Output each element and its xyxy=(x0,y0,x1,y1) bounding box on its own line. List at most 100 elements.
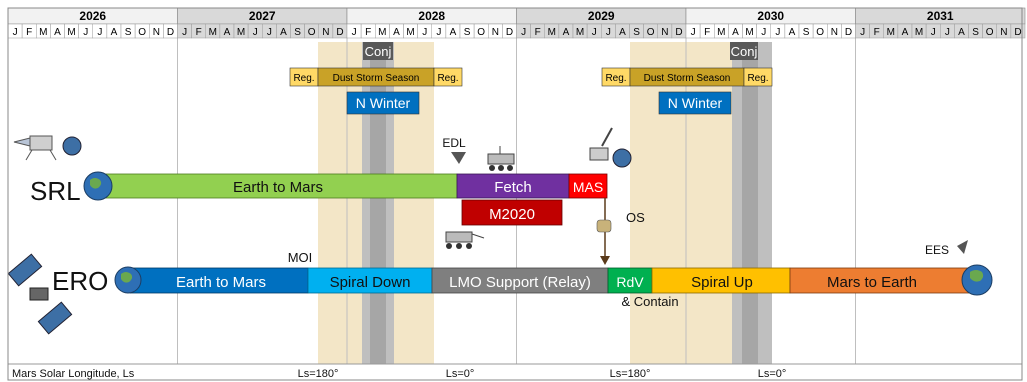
mas-lander-icon xyxy=(590,128,631,167)
month-label: J xyxy=(931,27,936,38)
month-label: A xyxy=(619,27,626,38)
month-label: O xyxy=(986,27,994,38)
month-label: A xyxy=(732,27,739,38)
month-label: A xyxy=(111,27,118,38)
moi-label: MOI xyxy=(288,250,313,265)
month-label: A xyxy=(224,27,231,38)
month-label: N xyxy=(322,27,329,38)
conj-band-1-core xyxy=(370,42,386,364)
ero-spiral-down-label: Spiral Down xyxy=(330,274,411,291)
srl-mas-label: MAS xyxy=(573,179,603,195)
ls-mark-4: Ls=0° xyxy=(758,368,787,380)
month-label: A xyxy=(563,27,570,38)
year-label: 2026 xyxy=(79,9,106,23)
month-label: J xyxy=(521,27,526,38)
month-label: M xyxy=(237,27,245,38)
reg-label-2a: Reg. xyxy=(605,73,626,84)
month-label: J xyxy=(592,27,597,38)
srl-label: SRL xyxy=(30,176,81,206)
ero-rdv-label: RdV xyxy=(616,274,644,290)
month-label: N xyxy=(661,27,668,38)
ls-mark-1: Ls=180° xyxy=(298,368,339,380)
ero-spiral-up-label: Spiral Up xyxy=(691,274,753,291)
month-label: J xyxy=(83,27,88,38)
month-label: M xyxy=(548,27,556,38)
month-label: J xyxy=(775,27,780,38)
month-label: N xyxy=(492,27,499,38)
month-label: J xyxy=(13,27,18,38)
month-label: N xyxy=(831,27,838,38)
month-label: O xyxy=(477,27,485,38)
month-label: F xyxy=(704,27,710,38)
reg-label-1b: Reg. xyxy=(437,73,458,84)
srl-lander-icon xyxy=(14,136,81,160)
month-label: D xyxy=(845,27,852,38)
month-label: J xyxy=(436,27,441,38)
month-label: O xyxy=(308,27,316,38)
month-label: M xyxy=(378,27,386,38)
month-label: F xyxy=(196,27,202,38)
month-label: J xyxy=(761,27,766,38)
month-label: A xyxy=(902,27,909,38)
return-earth-land-icon xyxy=(970,270,983,282)
month-label: S xyxy=(294,27,301,38)
ero-earth-to-mars-label: Earth to Mars xyxy=(176,274,266,291)
month-label: A xyxy=(54,27,61,38)
ero-label: ERO xyxy=(52,266,108,296)
month-label: M xyxy=(887,27,895,38)
month-label: O xyxy=(647,27,655,38)
month-label: J xyxy=(352,27,357,38)
dust-label-1: Dust Storm Season xyxy=(333,73,420,84)
conj-label-1: Conj xyxy=(365,44,392,59)
ero-mars-to-earth-label: Mars to Earth xyxy=(827,274,917,291)
month-label: J xyxy=(860,27,865,38)
reg-label-1a: Reg. xyxy=(293,73,314,84)
dust-label-2: Dust Storm Season xyxy=(644,73,731,84)
month-label: M xyxy=(406,27,414,38)
month-label: S xyxy=(633,27,640,38)
month-label: D xyxy=(1014,27,1021,38)
month-label: M xyxy=(209,27,217,38)
month-label: M xyxy=(67,27,75,38)
month-label: F xyxy=(26,27,32,38)
year-label: 2030 xyxy=(757,9,784,23)
reg-label-2b: Reg. xyxy=(747,73,768,84)
month-label: J xyxy=(97,27,102,38)
month-label: M xyxy=(576,27,584,38)
month-label: J xyxy=(691,27,696,38)
ls-mark-3: Ls=180° xyxy=(610,368,651,380)
os-canister-icon xyxy=(597,220,611,232)
srl-earth-to-mars-label: Earth to Mars xyxy=(233,179,323,196)
month-label: S xyxy=(464,27,471,38)
month-label: J xyxy=(267,27,272,38)
month-label: J xyxy=(945,27,950,38)
edl-capsule-icon xyxy=(451,152,466,164)
year-label: 2031 xyxy=(927,9,954,23)
conj-band-2-core xyxy=(742,42,758,364)
month-label: A xyxy=(450,27,457,38)
month-label: J xyxy=(606,27,611,38)
month-label: A xyxy=(393,27,400,38)
month-label: D xyxy=(506,27,513,38)
ees-label: EES xyxy=(925,243,949,257)
month-label: F xyxy=(365,27,371,38)
month-label: D xyxy=(336,27,343,38)
conj-label-2: Conj xyxy=(731,44,758,59)
year-label: 2028 xyxy=(418,9,445,23)
os-label: OS xyxy=(626,210,645,225)
ero-lmo-support-label: LMO Support (Relay) xyxy=(449,274,591,291)
ls-mark-2: Ls=0° xyxy=(446,368,475,380)
month-label: A xyxy=(280,27,287,38)
month-label: M xyxy=(39,27,47,38)
n-winter-label-1: N Winter xyxy=(356,95,411,111)
fetch-rover-icon xyxy=(488,146,514,171)
month-label: N xyxy=(153,27,160,38)
footer-label: Mars Solar Longitude, Ls xyxy=(12,368,135,380)
month-label: D xyxy=(675,27,682,38)
month-label: F xyxy=(874,27,880,38)
month-label: M xyxy=(717,27,725,38)
month-label: D xyxy=(167,27,174,38)
m2020-rover-icon xyxy=(446,232,484,249)
